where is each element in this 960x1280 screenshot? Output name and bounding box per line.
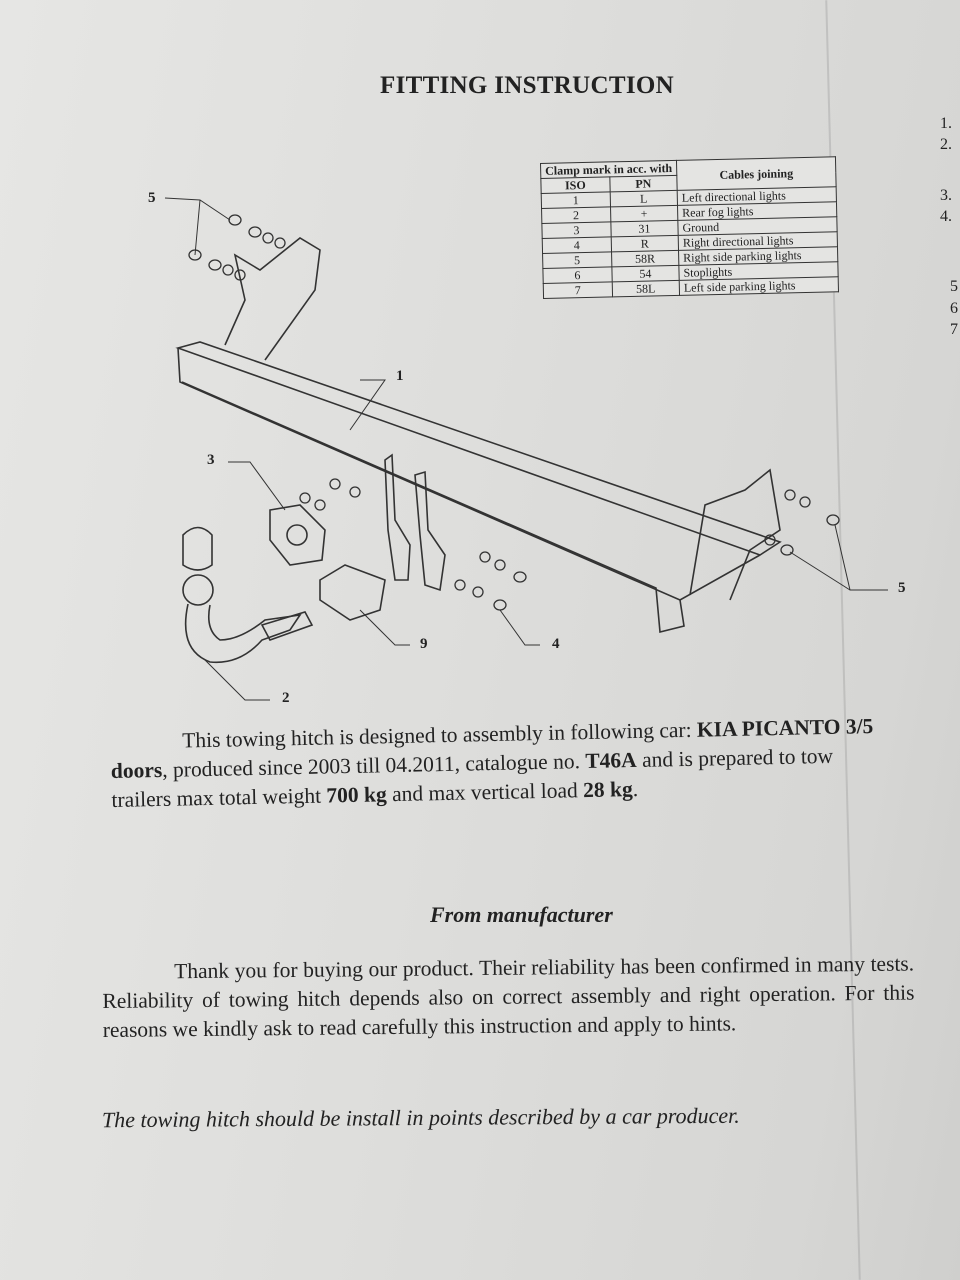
text: . [632, 776, 639, 802]
bolts-left [188, 214, 286, 281]
label-3: 3 [207, 452, 215, 468]
right-bracket [689, 468, 781, 601]
install-note: The towing hitch should be install in po… [101, 1102, 740, 1133]
vertical-load: 28 kg [582, 777, 633, 803]
label-5: 5 [898, 580, 906, 596]
text: and max vertical load [386, 778, 584, 807]
label-2: 2 [282, 690, 290, 706]
manufacturer-heading: From manufacturer [430, 902, 613, 927]
intro-paragraph: This towing hitch is designed to assembl… [110, 712, 897, 815]
bolts-center [299, 478, 527, 611]
crossbeam [175, 341, 782, 601]
side-number: 1. [940, 115, 952, 132]
socket-plate [269, 504, 326, 566]
page-title: FITTING INSTRUCTION [380, 72, 674, 99]
max-weight: 700 kg [326, 782, 387, 808]
side-number: 4. [940, 208, 952, 225]
label-1: 1 [396, 368, 404, 384]
ball-bracket [384, 453, 446, 592]
side-number: 3. [940, 187, 952, 204]
side-number: 7 [950, 321, 958, 338]
side-number: 6 [950, 300, 958, 317]
label-5: 5 [148, 190, 156, 206]
electrical-socket [319, 564, 386, 621]
towing-hitch-diagram: 5 1 3 2 4 9 5 [148, 190, 906, 706]
text: Thank you for buying our product. Their … [102, 951, 915, 1042]
bolts-right [764, 489, 840, 556]
ball-cover [182, 526, 213, 571]
tow-ball [182, 574, 214, 606]
manufacturer-paragraph: Thank you for buying our product. Their … [102, 949, 915, 1044]
tow-ball-neck [184, 603, 302, 664]
label-9: 9 [420, 636, 428, 652]
catalogue-number: T46A [585, 747, 637, 774]
side-number: 2. [940, 136, 952, 153]
label-4: 4 [552, 636, 560, 652]
text: , produced since 2003 till 04.2011, cata… [162, 749, 586, 782]
side-number: 5 [950, 278, 958, 295]
left-bracket [224, 237, 321, 361]
